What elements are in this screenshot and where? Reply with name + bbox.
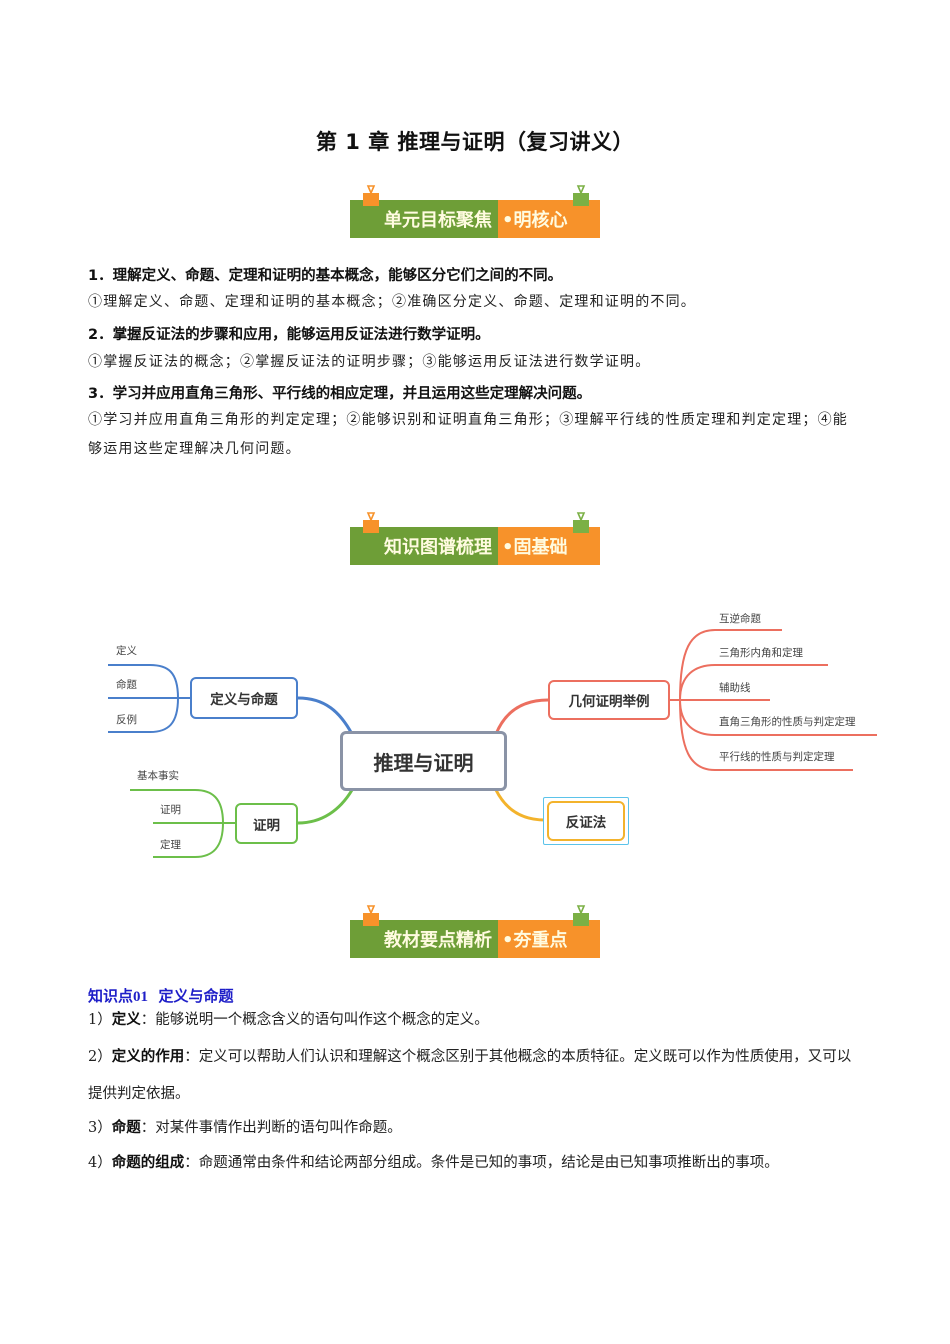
mindmap-leaf: 定理 bbox=[160, 839, 181, 851]
item-term: 定义 bbox=[111, 1012, 141, 1028]
mindmap-branch-proof: 证明 bbox=[235, 803, 298, 844]
item-index: 2） bbox=[88, 1049, 112, 1065]
mindmap-leaf: 基本事实 bbox=[137, 770, 179, 782]
banner-right-label: •固基础 bbox=[498, 527, 600, 565]
item-text: ：能够说明一个概念含义的语句叫作这个概念的定义。 bbox=[140, 1012, 489, 1028]
section-item-4: 4）命题的组成：命题通常由条件和结论两部分组成。条件是已知的事项，结论是由已知事… bbox=[88, 1145, 858, 1182]
binder-clip-icon bbox=[573, 512, 589, 533]
binder-clip-icon bbox=[363, 185, 379, 206]
mindmap-leaf: 反例 bbox=[116, 714, 137, 726]
banner-knowledge-map: 知识图谱梳理 •固基础 bbox=[350, 512, 600, 565]
objective-heading-3: 3．学习并应用直角三角形、平行线的相应定理，并且运用这些定理解决问题。 bbox=[88, 386, 592, 402]
objective-heading-2: 2．掌握反证法的步骤和应用，能够运用反证法进行数学证明。 bbox=[88, 327, 490, 343]
section-item-3: 3）命题：对某件事情作出判断的语句叫作命题。 bbox=[88, 1110, 858, 1147]
item-term: 命题的组成 bbox=[111, 1155, 185, 1171]
mindmap-center-node: 推理与证明 bbox=[340, 731, 507, 791]
objective-detail-3: ①学习并应用直角三角形的判定定理；②能够识别和证明直角三角形；③理解平行线的性质… bbox=[88, 412, 848, 457]
mindmap-branch-proof-by-contradiction: 反证法 bbox=[547, 801, 625, 841]
knowledge-point-number: 01 bbox=[133, 989, 149, 1005]
item-term: 命题 bbox=[111, 1120, 141, 1136]
mindmap-branch-proof-by-contradiction-frame: 反证法 bbox=[543, 797, 629, 845]
banner-left-label: 单元目标聚焦 bbox=[350, 200, 498, 238]
mindmap-leaf: 定义 bbox=[116, 645, 137, 657]
item-text: ：定义可以帮助人们认识和理解这个概念区别于其他概念的本质特征。定义既可以作为性质… bbox=[88, 1049, 852, 1102]
mindmap-leaf: 互逆命题 bbox=[719, 613, 761, 625]
mindmap-leaf: 直角三角形的性质与判定定理 bbox=[719, 716, 856, 728]
binder-clip-icon bbox=[363, 512, 379, 533]
mindmap-leaf: 平行线的性质与判定定理 bbox=[719, 751, 835, 763]
objective-detail-1: ①理解定义、命题、定理和证明的基本概念；②准确区分定义、命题、定理和证明的不同。 bbox=[88, 294, 696, 310]
item-text: ：对某件事情作出判断的语句叫作命题。 bbox=[140, 1120, 402, 1136]
binder-clip-icon bbox=[573, 905, 589, 926]
objective-detail-2: ①掌握反证法的概念；②掌握反证法的证明步骤；③能够运用反证法进行数学证明。 bbox=[88, 354, 651, 370]
banner-right-label: •夯重点 bbox=[498, 920, 600, 958]
banner-left-label: 教材要点精析 bbox=[350, 920, 498, 958]
item-index: 1） bbox=[88, 1012, 112, 1028]
binder-clip-icon bbox=[363, 905, 379, 926]
banner-unit-goals: 单元目标聚焦 •明核心 bbox=[350, 185, 600, 238]
knowledge-point-title: 定义与命题 bbox=[158, 987, 234, 1005]
banner-left-label: 知识图谱梳理 bbox=[350, 527, 498, 565]
section-item-1: 1）定义：能够说明一个概念含义的语句叫作这个概念的定义。 bbox=[88, 1002, 858, 1039]
mindmap-leaf: 证明 bbox=[160, 804, 181, 816]
item-term: 定义的作用 bbox=[111, 1049, 185, 1065]
document-title: 第 1 章 推理与证明（复习讲义） bbox=[315, 130, 635, 154]
section-item-2: 2）定义的作用：定义可以帮助人们认识和理解这个概念区别于其他概念的本质特征。定义… bbox=[88, 1039, 858, 1113]
banner-textbook-points: 教材要点精析 •夯重点 bbox=[350, 905, 600, 958]
item-index: 4） bbox=[88, 1155, 112, 1171]
objective-heading-1: 1．理解定义、命题、定理和证明的基本概念，能够区分它们之间的不同。 bbox=[88, 268, 563, 284]
item-index: 3） bbox=[88, 1120, 112, 1136]
banner-right-label: •明核心 bbox=[498, 200, 600, 238]
binder-clip-icon bbox=[573, 185, 589, 206]
knowledge-point-heading: 知识点01 定义与命题 bbox=[88, 985, 233, 1006]
mindmap-leaf: 三角形内角和定理 bbox=[719, 647, 803, 659]
item-text: ：命题通常由条件和结论两部分组成。条件是已知的事项，结论是由已知事项推断出的事项… bbox=[184, 1155, 779, 1171]
mindmap-leaf: 命题 bbox=[116, 679, 137, 691]
mindmap-leaf: 辅助线 bbox=[719, 682, 751, 694]
knowledge-point-prefix: 知识点 bbox=[88, 987, 134, 1005]
mindmap-branch-geometry-proof-examples: 几何证明举例 bbox=[548, 680, 670, 720]
mindmap-branch-definition-proposition: 定义与命题 bbox=[190, 677, 298, 719]
